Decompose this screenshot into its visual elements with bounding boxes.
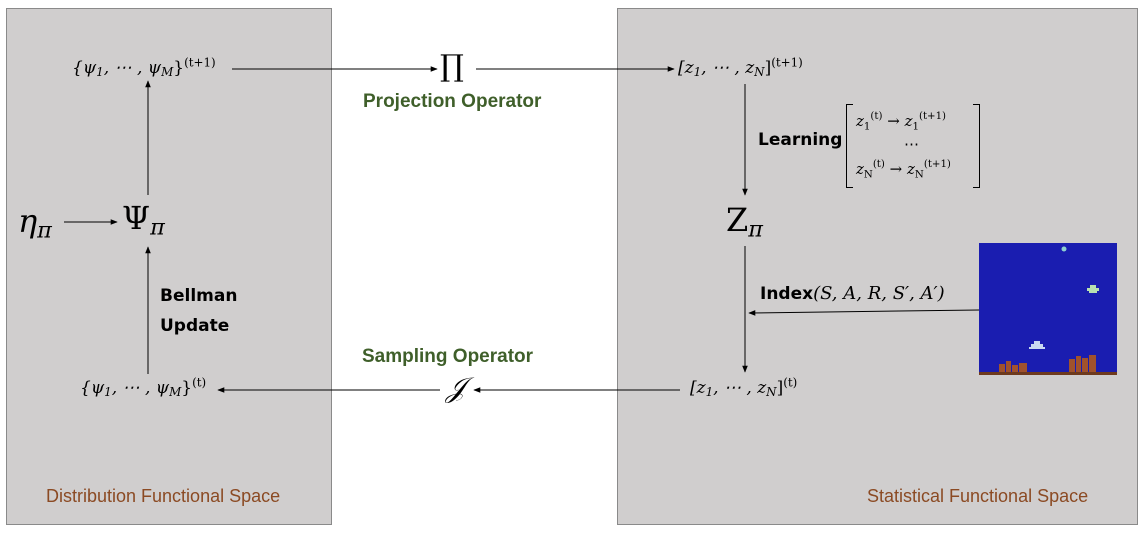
game-player-icon <box>1029 341 1045 349</box>
index-label: Index(S, A, R, S′, A′) <box>760 283 945 304</box>
psi-set-bottom: {ψ1, ⋯ , ψM}(t) <box>80 375 207 399</box>
matrix-row-1: z1(t) → z1(t+1) <box>856 110 947 133</box>
Psi-pi: Ψπ <box>122 199 165 241</box>
learning-label: Learning <box>758 130 843 150</box>
game-buildings-left <box>999 361 1027 375</box>
bellman-update-label: Bellman Update <box>160 286 238 336</box>
psi-set-top: {ψ1, ⋯ , ψM}(t+1) <box>72 55 216 79</box>
game-buildings-right <box>1069 355 1096 375</box>
z-set-bottom: [z1, ⋯ , zN](t) <box>690 375 798 399</box>
game-orb-icon <box>1061 246 1067 252</box>
game-scene <box>979 243 1117 375</box>
distribution-space-label: Distribution Functional Space <box>46 486 281 506</box>
matrix-left-bracket <box>846 104 853 188</box>
arrow-index-to-line <box>748 309 980 316</box>
eta-pi: ηπ <box>18 202 52 244</box>
projection-operator-label: Projection Operator <box>363 91 542 112</box>
game-ship-icon <box>1087 285 1099 293</box>
learning-matrix: z1(t) → z1(t+1) ⋯ zN(t) → zN(t+1) <box>846 104 980 190</box>
sampling-symbol: 𝒥 <box>446 371 466 404</box>
matrix-row-2: zN(t) → zN(t+1) <box>856 158 951 181</box>
statistical-space-label: Statistical Functional Space <box>867 486 1089 506</box>
matrix-dots: ⋯ <box>904 135 919 153</box>
matrix-right-bracket <box>973 104 980 188</box>
sampling-operator-label: Sampling Operator <box>362 346 534 367</box>
projection-symbol: ∏ <box>440 49 464 84</box>
z-set-top: [z1, ⋯ , zN](t+1) <box>678 55 803 79</box>
game-screen-image <box>979 243 1117 375</box>
distribution-space-panel <box>6 8 332 525</box>
Z-pi: Zπ <box>726 201 763 243</box>
